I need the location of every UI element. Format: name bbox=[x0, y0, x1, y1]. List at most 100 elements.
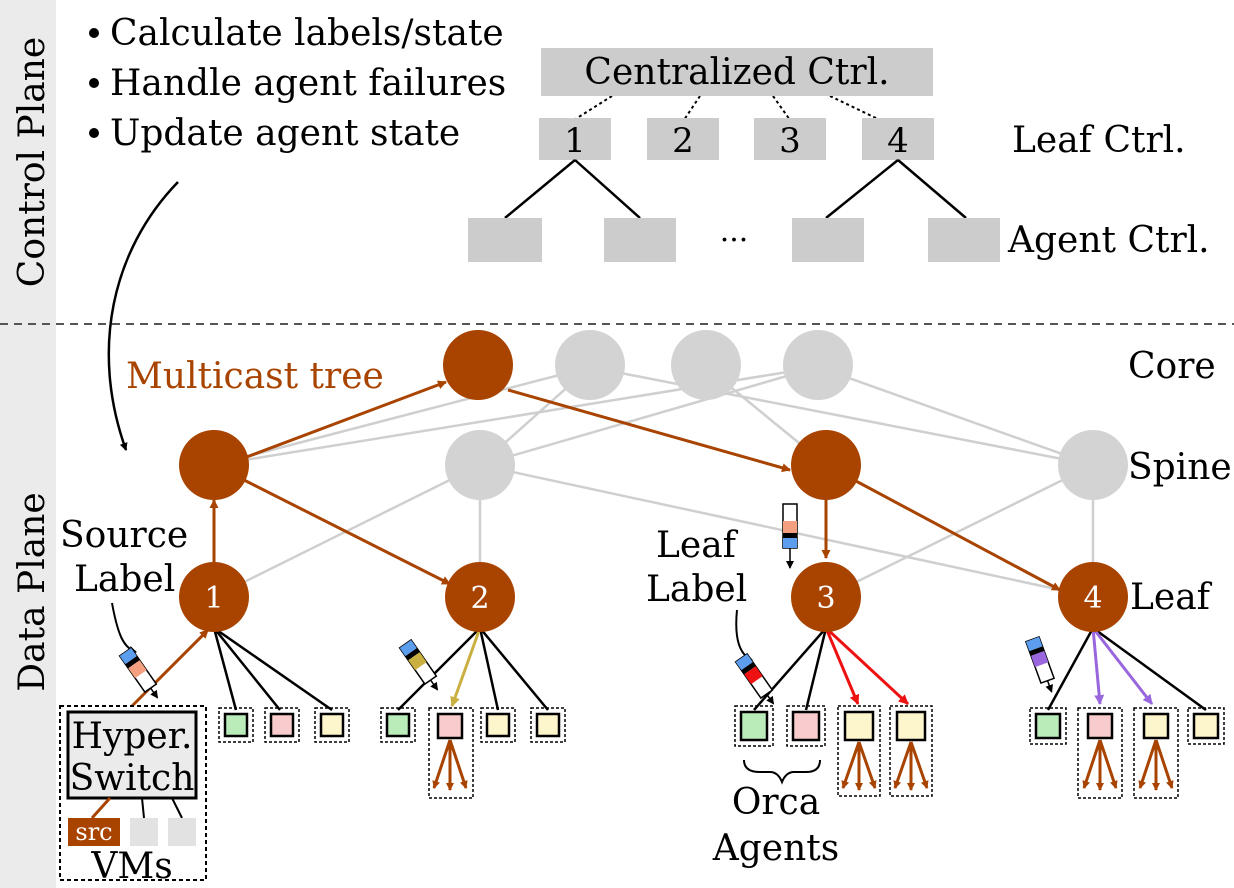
agent-dashed-frame bbox=[1187, 707, 1225, 745]
leaf2-label-packet bbox=[398, 638, 439, 691]
agent-edge bbox=[1046, 627, 1095, 711]
agent-box-green bbox=[739, 710, 769, 742]
source-label-line1: Source bbox=[60, 515, 188, 556]
leaf-label-line1: Leaf bbox=[656, 525, 739, 566]
agent-edge bbox=[1092, 626, 1207, 712]
bullet-dot bbox=[89, 128, 99, 138]
agent-dashed-frame-tall bbox=[889, 705, 933, 797]
agent-edge bbox=[212, 627, 238, 711]
centralized-ctrl-label: Centralized Ctrl. bbox=[584, 52, 889, 93]
agent-dashed-frame bbox=[786, 705, 826, 747]
agent-edge bbox=[213, 627, 281, 711]
control-plane-bullets: Calculate labels/state Handle agent fail… bbox=[89, 13, 506, 154]
agent-edge bbox=[478, 627, 500, 711]
leaf-label-line2: Label bbox=[646, 569, 747, 610]
orca-agents-line2: Agents bbox=[712, 828, 839, 869]
leaf-ctrl-number: 1 bbox=[564, 121, 586, 161]
leaf-ctrl-number: 3 bbox=[779, 121, 801, 161]
spine-node bbox=[1058, 430, 1128, 500]
leaf-node bbox=[445, 562, 515, 632]
agent-edge bbox=[753, 627, 827, 711]
agent-edges bbox=[212, 626, 1207, 712]
tree-edge bbox=[853, 478, 1061, 592]
control-plane-side-label: Control Plane bbox=[12, 37, 53, 287]
agent-dashed-frame-tall bbox=[428, 707, 474, 799]
tree-edge bbox=[239, 476, 451, 586]
agent-box-yellow bbox=[319, 712, 345, 738]
agent-edge bbox=[397, 627, 481, 711]
purple-delivery-arrow bbox=[1091, 627, 1154, 705]
agent-ctrl-box bbox=[468, 218, 542, 262]
agent-ctrl-box bbox=[604, 218, 676, 262]
agent-box-green bbox=[385, 712, 411, 738]
leaf-label-pointer bbox=[735, 609, 753, 661]
vm-box bbox=[130, 818, 158, 846]
spine-node bbox=[445, 430, 515, 500]
agent-box-yellow bbox=[1192, 712, 1220, 740]
leaf-node-number: 4 bbox=[1083, 581, 1102, 616]
spine-tier bbox=[179, 430, 1128, 500]
bullet-item: Handle agent failures bbox=[110, 63, 506, 104]
agent-dashed-frame bbox=[480, 707, 516, 743]
ctrl-tree-edge bbox=[897, 159, 967, 219]
agent-box-green bbox=[1034, 712, 1062, 740]
leaf-ctrl-label: Leaf Ctrl. bbox=[1012, 120, 1186, 161]
topology-edge bbox=[589, 365, 1094, 467]
controller-hierarchy: Centralized Ctrl. 1 2 3 4 Leaf Ctrl. ···… bbox=[468, 48, 1210, 262]
red-delivery-arrow bbox=[824, 627, 860, 705]
tree-edge bbox=[507, 388, 791, 473]
topology-edge bbox=[825, 463, 1094, 599]
vm-link bbox=[141, 797, 145, 819]
leaf-ctrl-box bbox=[754, 118, 826, 160]
gold-delivery-arrow bbox=[450, 627, 482, 707]
leaf-node-number: 3 bbox=[816, 581, 835, 616]
bullet-item: Calculate labels/state bbox=[110, 13, 504, 54]
agent-dashed-frame bbox=[218, 707, 254, 743]
src-vm-box bbox=[68, 818, 120, 846]
spine-node-active bbox=[791, 430, 861, 500]
leaf-ctrl-number: 2 bbox=[672, 121, 694, 161]
agent-dashed-frame bbox=[380, 707, 416, 743]
vm-fanout-arrows bbox=[432, 739, 1174, 791]
spine-label: Spine bbox=[1128, 447, 1232, 488]
purple-delivery-arrow bbox=[1091, 627, 1105, 705]
agent-ctrl-box bbox=[792, 218, 864, 262]
agent-dashed-frame bbox=[734, 705, 774, 747]
agent-box-yellow bbox=[485, 712, 511, 738]
core-node bbox=[671, 330, 741, 400]
agent-dashed-frame bbox=[1029, 707, 1067, 745]
vms-label: VMs bbox=[90, 846, 172, 887]
leaf-tier-label: Leaf bbox=[1130, 577, 1213, 618]
agent-box-green bbox=[223, 712, 249, 738]
agent-box-yellow bbox=[843, 710, 875, 742]
bullet-item: Update agent state bbox=[110, 113, 460, 154]
ctrl-tree-edge bbox=[574, 159, 641, 219]
agent-ctrl-label: Agent Ctrl. bbox=[1007, 220, 1210, 261]
source-label-packet bbox=[118, 646, 159, 699]
agent-dashed-frame-tall bbox=[1133, 707, 1179, 799]
src-vm-link bbox=[90, 796, 112, 820]
data-plane-side-label: Data Plane bbox=[12, 492, 53, 691]
hyper-switch-line2: Switch bbox=[70, 758, 195, 799]
multicast-tree-edges bbox=[130, 380, 1061, 708]
ctrl-tree-edge bbox=[504, 159, 576, 219]
orca-agents-line1: Orca bbox=[732, 782, 820, 823]
topology-edge bbox=[213, 365, 591, 467]
leaf-node bbox=[791, 562, 861, 632]
ctrl-link bbox=[573, 95, 613, 121]
agent-box-yellow bbox=[895, 710, 927, 742]
tree-edge bbox=[130, 628, 210, 708]
ctrl-link bbox=[829, 95, 881, 121]
leaf-node-number: 1 bbox=[204, 581, 223, 616]
agent-edge bbox=[804, 627, 828, 711]
centralized-ctrl-box bbox=[541, 48, 933, 96]
core-node-active bbox=[443, 330, 513, 400]
leaf-node bbox=[1058, 562, 1128, 632]
agent-box-yellow bbox=[1142, 712, 1170, 740]
inactive-edges bbox=[213, 365, 1095, 599]
leaf-ctrl-number: 4 bbox=[887, 121, 909, 161]
vm-link bbox=[171, 797, 183, 819]
agents bbox=[218, 705, 1225, 799]
core-node bbox=[783, 330, 853, 400]
